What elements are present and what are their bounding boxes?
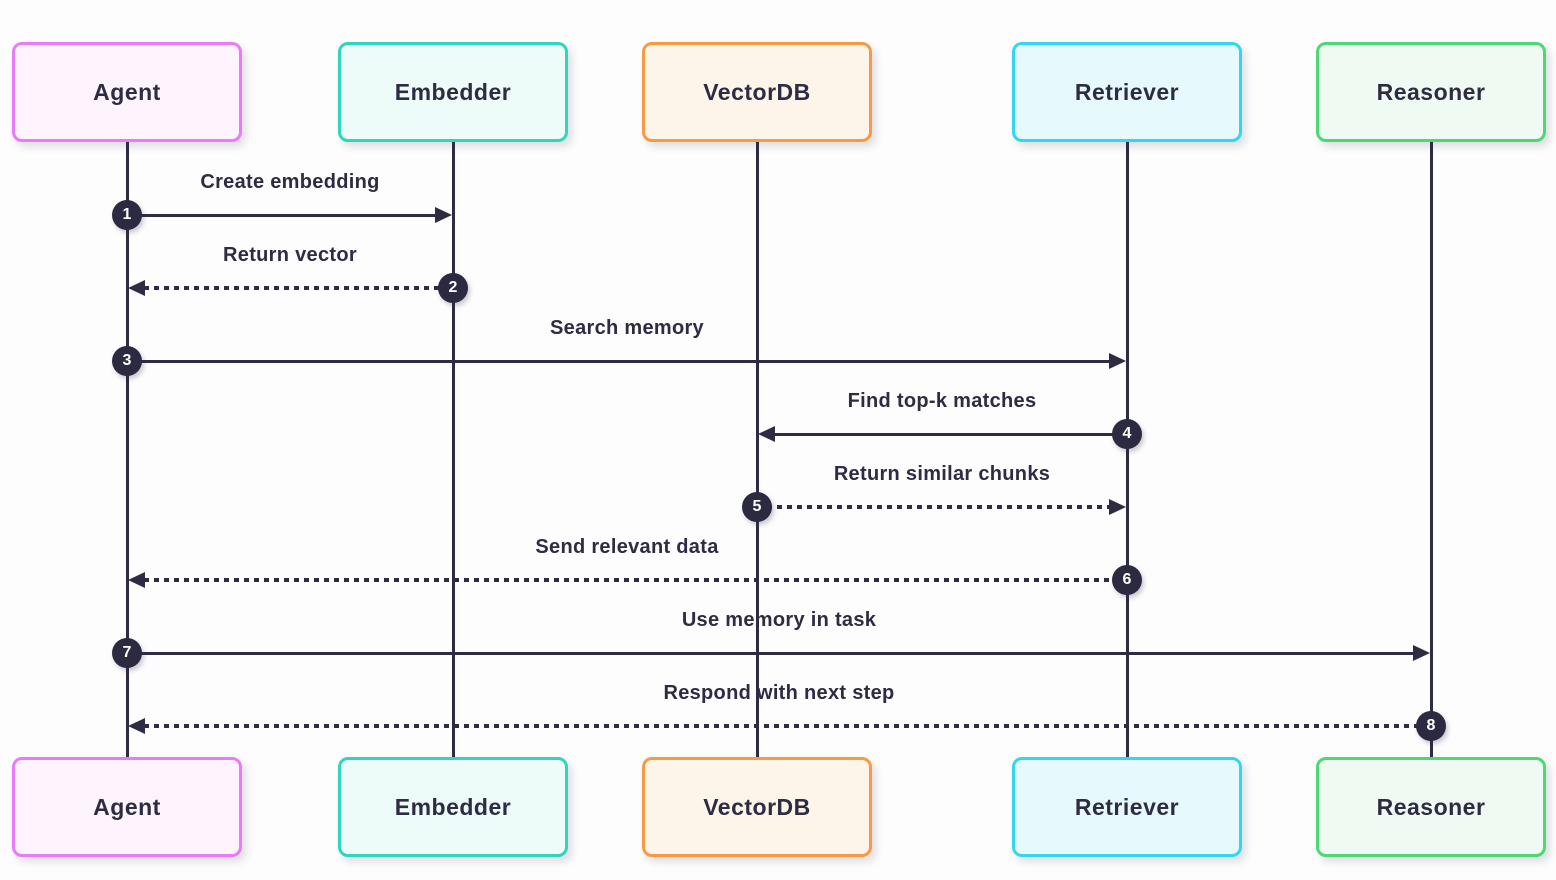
lifeline-vectordb bbox=[755, 140, 759, 759]
message-label-8: Respond with next step bbox=[663, 682, 895, 704]
arrowhead-1 bbox=[435, 207, 452, 223]
message-line-2 bbox=[144, 286, 453, 290]
actor-label-embedder: Embedder bbox=[394, 78, 512, 105]
actor-box-bot-agent: Agent bbox=[12, 757, 242, 857]
actor-label-retriever: Retriever bbox=[1074, 793, 1180, 820]
actor-box-top-agent: Agent bbox=[12, 42, 242, 142]
message-line-7 bbox=[127, 651, 1414, 655]
arrowhead-7 bbox=[1413, 645, 1430, 661]
actor-label-embedder: Embedder bbox=[394, 793, 512, 820]
message-number-badge-3: 3 bbox=[112, 346, 142, 376]
message-label-4: Find top-k matches bbox=[847, 390, 1037, 412]
message-label-5: Return similar chunks bbox=[833, 463, 1051, 485]
actor-label-reasoner: Reasoner bbox=[1376, 78, 1486, 105]
lifeline-retriever bbox=[1125, 140, 1129, 759]
message-line-5 bbox=[757, 505, 1110, 509]
arrowhead-4 bbox=[758, 426, 775, 442]
arrowhead-2 bbox=[128, 280, 145, 296]
actor-label-retriever: Retriever bbox=[1074, 78, 1180, 105]
lifeline-embedder bbox=[451, 140, 455, 759]
message-number-badge-6: 6 bbox=[1112, 565, 1142, 595]
message-number-badge-7: 7 bbox=[112, 638, 142, 668]
message-label-2: Return vector bbox=[223, 244, 357, 266]
message-label-1: Create embedding bbox=[200, 171, 380, 193]
message-line-8 bbox=[144, 724, 1431, 728]
arrowhead-8 bbox=[128, 718, 145, 734]
message-number-badge-5: 5 bbox=[742, 492, 772, 522]
message-line-6 bbox=[144, 578, 1127, 582]
arrowhead-3 bbox=[1109, 353, 1126, 369]
actor-label-agent: Agent bbox=[93, 78, 161, 105]
actor-box-bot-reasoner: Reasoner bbox=[1316, 757, 1546, 857]
actor-box-bot-vectordb: VectorDB bbox=[642, 757, 872, 857]
message-label-3: Search memory bbox=[550, 317, 704, 339]
message-number-badge-2: 2 bbox=[438, 273, 468, 303]
actor-box-top-embedder: Embedder bbox=[338, 42, 568, 142]
actor-box-bot-embedder: Embedder bbox=[338, 757, 568, 857]
actor-box-top-vectordb: VectorDB bbox=[642, 42, 872, 142]
lifeline-agent bbox=[125, 140, 129, 759]
actor-box-top-reasoner: Reasoner bbox=[1316, 42, 1546, 142]
message-number-badge-8: 8 bbox=[1416, 711, 1446, 741]
actor-label-vectordb: VectorDB bbox=[703, 793, 811, 820]
message-line-3 bbox=[127, 359, 1110, 363]
actor-label-agent: Agent bbox=[93, 793, 161, 820]
arrowhead-5 bbox=[1109, 499, 1126, 515]
actor-box-bot-retriever: Retriever bbox=[1012, 757, 1242, 857]
message-line-4 bbox=[774, 432, 1127, 436]
message-number-badge-4: 4 bbox=[1112, 419, 1142, 449]
actor-label-reasoner: Reasoner bbox=[1376, 793, 1486, 820]
message-number-badge-1: 1 bbox=[112, 200, 142, 230]
actor-box-top-retriever: Retriever bbox=[1012, 42, 1242, 142]
actor-label-vectordb: VectorDB bbox=[703, 78, 811, 105]
lifeline-reasoner bbox=[1429, 140, 1433, 759]
message-line-1 bbox=[127, 213, 436, 217]
message-label-7: Use memory in task bbox=[681, 609, 877, 631]
arrowhead-6 bbox=[128, 572, 145, 588]
message-label-6: Send relevant data bbox=[535, 536, 719, 558]
